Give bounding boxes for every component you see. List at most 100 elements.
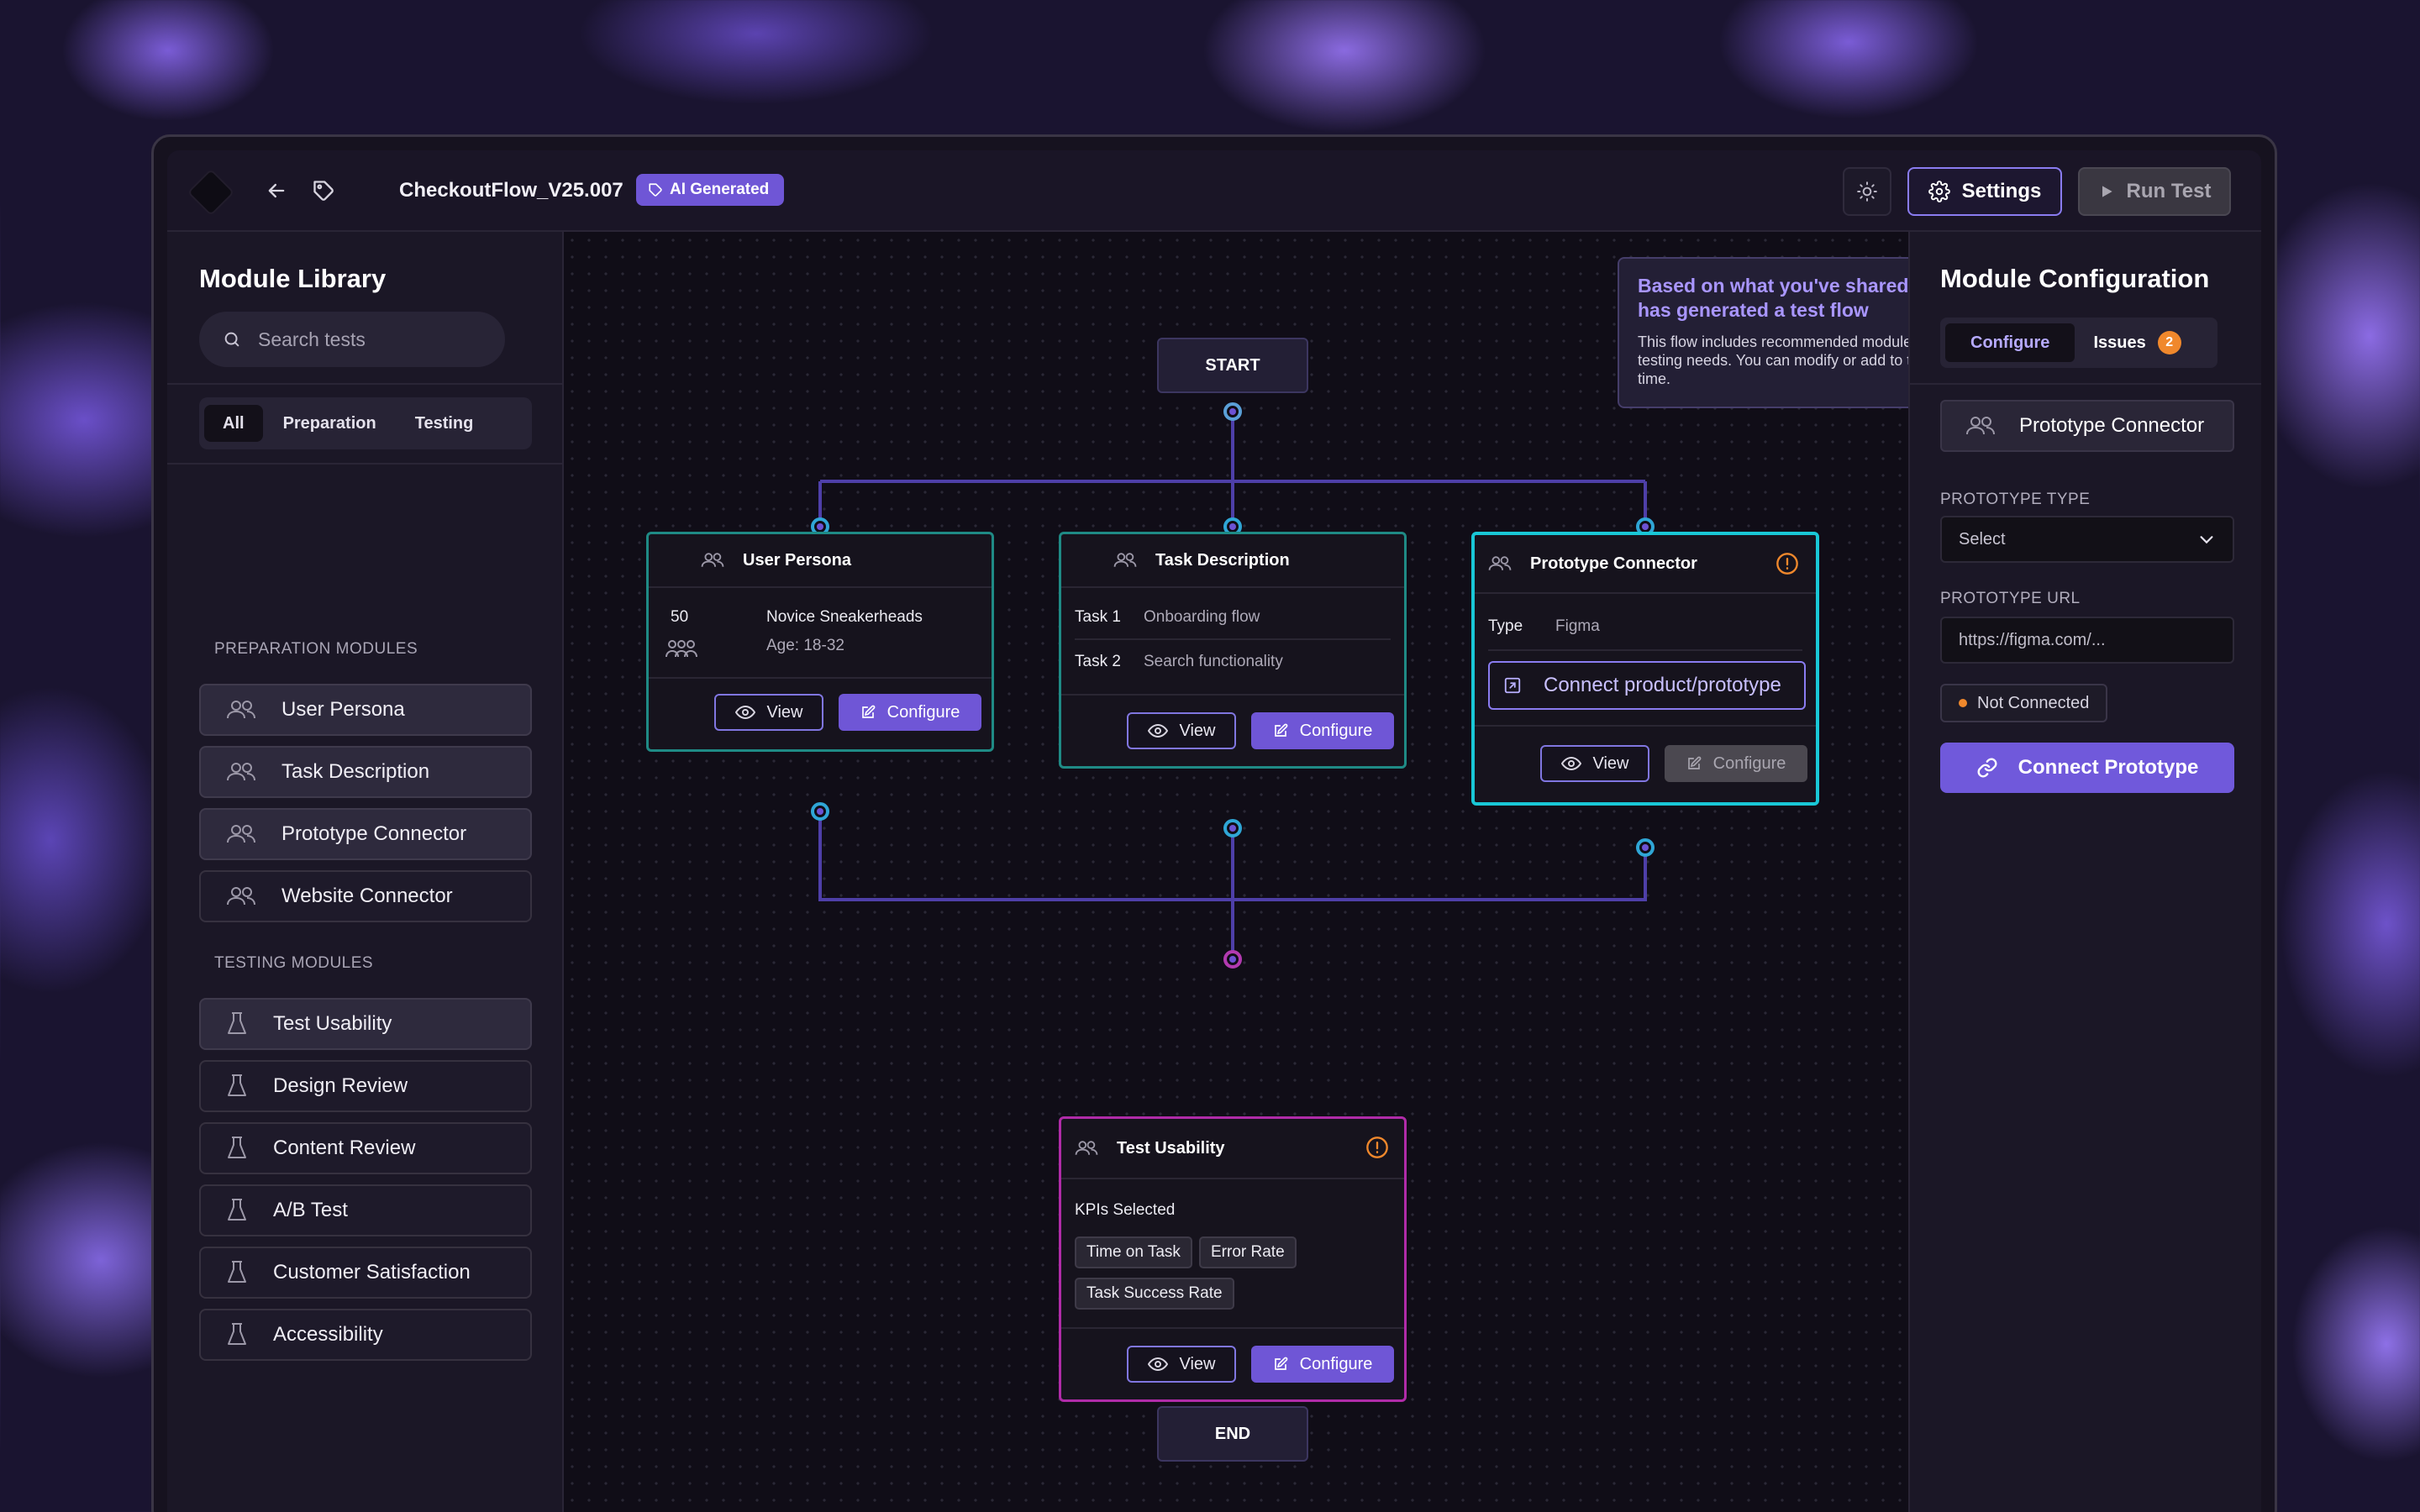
node-prototype-connector[interactable]: Prototype Connector Type Figma Connect p… (1471, 532, 1819, 806)
persona-count: 50 (671, 608, 689, 626)
library-item-label: Accessibility (273, 1323, 383, 1346)
task-label: Task 1 (1075, 608, 1121, 626)
top-bar: CheckoutFlow_V25.007 AI Generated Settin… (167, 150, 2261, 232)
group-icon (666, 640, 697, 658)
library-item-prototype-connector[interactable]: Prototype Connector (199, 808, 532, 860)
search-box[interactable] (199, 312, 505, 367)
connector-port (1229, 523, 1236, 530)
connect-prototype-label: Connect Prototype (2018, 756, 2199, 779)
library-item-user-persona[interactable]: User Persona (199, 684, 532, 736)
view-button[interactable]: View (1540, 745, 1649, 782)
tab-configure[interactable]: Configure (1945, 323, 2075, 362)
configure-label: Configure (1712, 753, 1786, 773)
select-value: Select (1959, 529, 2006, 549)
settings-button[interactable]: Settings (1907, 167, 2062, 216)
connect-product-button[interactable]: Connect product/prototype (1488, 661, 1806, 710)
sun-icon (1857, 181, 1877, 202)
warning-icon (1776, 553, 1798, 575)
task-value: Search functionality (1144, 653, 1283, 670)
node-footer: View Configure (649, 677, 992, 749)
node-task-description[interactable]: Task Description Task 1 Onboarding flow … (1059, 532, 1407, 769)
connector-port (1642, 844, 1649, 851)
eye-icon (1147, 723, 1168, 738)
eye-icon (1560, 756, 1581, 771)
view-button[interactable]: View (714, 694, 823, 731)
back-arrow-icon[interactable] (261, 176, 292, 206)
tag-icon[interactable] (308, 176, 339, 206)
node-user-persona[interactable]: User Persona 50 Novice Sneakerheads Age:… (646, 532, 994, 752)
library-item-accessibility[interactable]: Accessibility (199, 1309, 532, 1361)
node-footer: View Configure (1475, 725, 1816, 802)
view-button[interactable]: View (1127, 712, 1236, 749)
users-icon (1113, 553, 1137, 567)
run-test-button[interactable]: Run Test (2078, 167, 2231, 216)
prototype-type-select[interactable]: Select (1940, 516, 2234, 563)
configure-label: Configure (1299, 721, 1373, 740)
library-item-customer-satisfaction[interactable]: Customer Satisfaction (199, 1247, 532, 1299)
flow-canvas[interactable]: START END Based on what you've shared, t… (564, 232, 2041, 1512)
users-icon (227, 763, 255, 781)
view-button[interactable]: View (1127, 1346, 1236, 1383)
tab-issues[interactable]: Issues 2 (2081, 323, 2192, 362)
users-icon (1488, 556, 1512, 570)
users-icon (1075, 1141, 1098, 1155)
library-item-label: Design Review (273, 1074, 408, 1097)
connector-port (1642, 523, 1649, 530)
configure-button[interactable]: Configure (1251, 1346, 1394, 1383)
persona-name: Novice Sneakerheads (766, 608, 923, 626)
library-item-label: Prototype Connector (281, 822, 467, 845)
play-icon (2102, 186, 2112, 197)
link-icon (1977, 758, 1997, 778)
configure-button-disabled[interactable]: Configure (1665, 745, 1807, 782)
flask-icon (228, 1323, 246, 1345)
connect-prototype-button[interactable]: Connect Prototype (1940, 743, 2234, 793)
node-title: Prototype Connector (1530, 554, 1697, 573)
library-item-label: Test Usability (273, 1012, 392, 1035)
connector-port (1229, 956, 1236, 963)
warning-icon (1366, 1137, 1388, 1158)
connector-port (1229, 408, 1236, 415)
type-label: Type (1488, 617, 1523, 635)
task-label: Task 2 (1075, 653, 1121, 670)
node-footer: View Configure (1061, 1327, 1404, 1399)
configure-button[interactable]: Configure (1251, 712, 1394, 749)
library-item-ab-test[interactable]: A/B Test (199, 1184, 532, 1236)
node-title: User Persona (743, 550, 851, 570)
library-item-task-description[interactable]: Task Description (199, 746, 532, 798)
library-item-design-review[interactable]: Design Review (199, 1060, 532, 1112)
users-icon (701, 553, 724, 567)
search-input[interactable] (258, 328, 493, 351)
end-node[interactable]: END (1157, 1406, 1308, 1462)
search-icon (224, 332, 239, 347)
filter-tab-all[interactable]: All (204, 405, 263, 442)
tab-issues-label: Issues (2093, 333, 2146, 352)
prototype-url-input[interactable] (1940, 617, 2234, 664)
start-node[interactable]: START (1157, 338, 1308, 393)
library-item-website-connector[interactable]: Website Connector (199, 870, 532, 922)
eye-icon (734, 705, 755, 720)
theme-toggle-button[interactable] (1843, 167, 1891, 216)
flow-connectors (811, 402, 1655, 1373)
library-item-content-review[interactable]: Content Review (199, 1122, 532, 1174)
chevron-down-icon (2200, 536, 2213, 544)
filter-tab-preparation[interactable]: Preparation (282, 413, 376, 433)
filter-tab-testing[interactable]: Testing (414, 413, 474, 433)
flask-icon (228, 1074, 246, 1096)
edit-icon (861, 705, 876, 718)
run-test-label: Run Test (2126, 180, 2212, 202)
library-item-test-usability[interactable]: Test Usability (199, 998, 532, 1050)
divider (1488, 649, 1802, 651)
eye-icon (1147, 1357, 1168, 1372)
status-dot (1959, 699, 1967, 707)
node-header: Prototype Connector (1475, 535, 1816, 594)
config-title: Module Configuration (1940, 264, 2210, 293)
type-value: Figma (1555, 617, 1600, 635)
node-test-usability[interactable]: Test Usability KPIs Selected Time on Tas… (1059, 1116, 1407, 1402)
app-logo[interactable] (187, 168, 235, 217)
app-frame: CheckoutFlow_V25.007 AI Generated Settin… (167, 150, 2261, 1512)
kpi-chip: Error Rate (1199, 1236, 1297, 1268)
node-header: Task Description (1061, 534, 1404, 588)
configure-button[interactable]: Configure (839, 694, 981, 731)
divider (167, 383, 562, 385)
connection-status-badge: Not Connected (1940, 684, 2108, 722)
